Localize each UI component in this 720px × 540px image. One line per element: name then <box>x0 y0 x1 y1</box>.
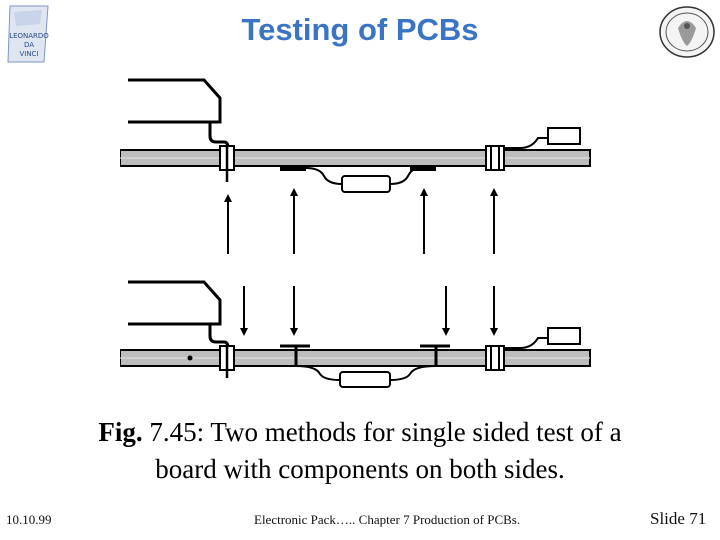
bottom-through-hole-right <box>485 345 505 371</box>
bottom-configuration <box>120 280 591 388</box>
bottom-bottom-component <box>339 371 391 388</box>
caption-text: 7.45: Two methods for single sided test … <box>142 417 622 447</box>
caption-prefix: Fig. <box>98 417 143 447</box>
slide-number: Slide 71 <box>650 509 707 528</box>
top-pad-1 <box>280 166 306 171</box>
logo-text-line1: LEONARDO <box>9 32 49 40</box>
figure-caption: Fig. 7.45: Two methods for single sided … <box>0 414 720 488</box>
slide-title: Testing of PCBs <box>241 12 479 47</box>
bottom-fixture-block <box>128 280 222 326</box>
top-configuration <box>120 78 591 193</box>
pcb-test-diagram <box>120 78 591 388</box>
upward-probe-arrows <box>224 188 498 254</box>
logo-text-line2: DA <box>24 41 34 49</box>
top-fixture-block <box>128 78 222 124</box>
leonardo-logo: LEONARDO DA VINCI <box>7 5 49 63</box>
footer-center: Electronic Pack….. Chapter 7 Production … <box>254 512 521 527</box>
top-through-hole-right <box>485 145 505 171</box>
caption-line-2: board with components on both sides. <box>155 454 565 484</box>
footer-date: 10.10.99 <box>6 512 52 527</box>
caption-line-1: Fig. 7.45: Two methods for single sided … <box>0 414 720 451</box>
logo-text-line3: VINCI <box>19 50 38 58</box>
top-top-component <box>547 127 581 145</box>
bottom-top-component <box>547 327 581 345</box>
top-pad-2 <box>410 166 436 171</box>
university-seal-icon <box>659 6 715 58</box>
top-bottom-component <box>341 175 391 193</box>
